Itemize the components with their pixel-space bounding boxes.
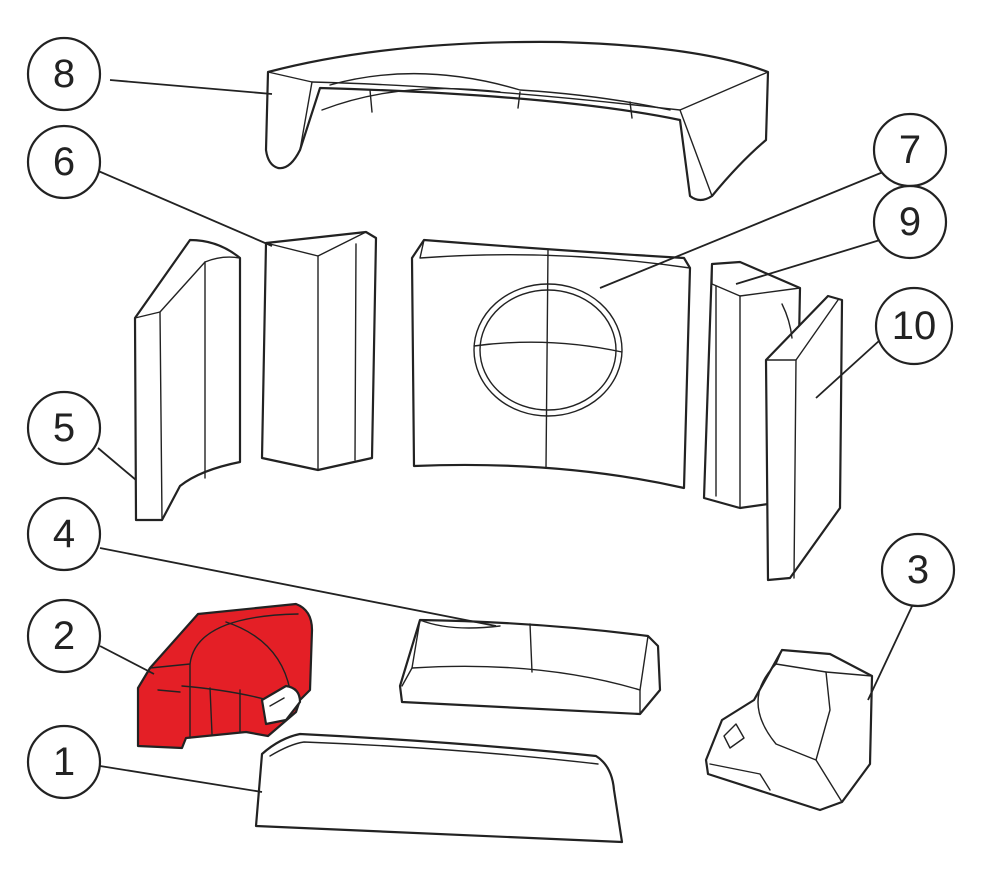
callout-8: 8 xyxy=(26,36,102,112)
part-1-front-fascia[interactable] xyxy=(254,732,624,844)
part-4-front-bottom[interactable] xyxy=(398,618,662,716)
part-3-right-corner[interactable] xyxy=(704,648,874,812)
callout-label-9: 9 xyxy=(899,200,921,244)
callout-9: 9 xyxy=(872,184,948,260)
callout-label-10: 10 xyxy=(892,304,937,348)
callout-label-8: 8 xyxy=(53,52,75,96)
callout-6: 6 xyxy=(26,124,102,200)
leader-line-3 xyxy=(867,601,915,701)
leader-line-10 xyxy=(815,339,881,399)
part-10-right-curved-side[interactable] xyxy=(764,294,844,582)
leader-line-4 xyxy=(99,547,497,627)
leader-line-7 xyxy=(599,169,889,289)
callout-label-3: 3 xyxy=(907,548,929,592)
leader-line-5 xyxy=(97,447,137,481)
leader-line-2 xyxy=(99,645,155,675)
part-7-back-panel[interactable] xyxy=(410,238,692,490)
callout-3: 3 xyxy=(880,532,956,608)
callout-label-5: 5 xyxy=(53,406,75,450)
leader-line-9 xyxy=(735,239,881,285)
leader-line-8 xyxy=(109,79,273,95)
callout-2: 2 xyxy=(26,598,102,674)
leader-line-6 xyxy=(95,169,273,247)
callout-1: 1 xyxy=(26,724,102,800)
part-5-left-curved-side[interactable] xyxy=(133,238,242,522)
part-6-side-column[interactable] xyxy=(260,230,378,472)
leader-line-1 xyxy=(99,765,263,793)
callout-label-2: 2 xyxy=(53,614,75,658)
callout-leader-lines xyxy=(95,79,915,793)
callout-4: 4 xyxy=(26,496,102,572)
callout-7: 7 xyxy=(872,112,948,188)
callout-label-1: 1 xyxy=(53,740,75,784)
part-2-highlighted-brick[interactable] xyxy=(136,602,314,750)
callout-label-7: 7 xyxy=(899,128,921,172)
callout-label-4: 4 xyxy=(53,512,75,556)
callout-5: 5 xyxy=(26,390,102,466)
callout-10: 10 xyxy=(874,286,954,366)
part-8-top-arch[interactable] xyxy=(264,40,770,202)
callout-label-6: 6 xyxy=(53,140,75,184)
